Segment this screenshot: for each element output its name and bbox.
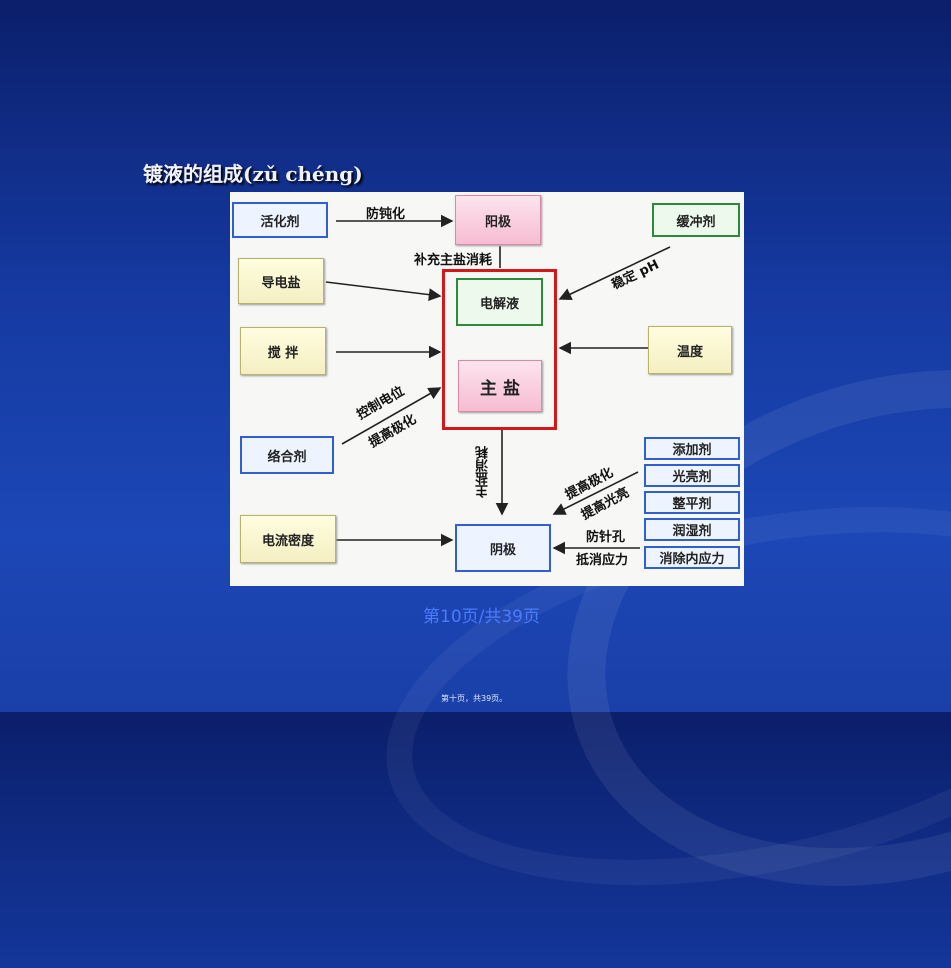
node-stirring: 搅 拌 — [240, 327, 326, 375]
additive-item: 润湿剂 — [644, 518, 740, 541]
node-cathode: 阴极 — [455, 524, 551, 572]
edge-label-replenish: 补充主盐消耗 — [414, 253, 493, 268]
connector-lines — [325, 214, 671, 555]
node-activator: 活化剂 — [232, 202, 328, 238]
additive-item: 光亮剂 — [644, 464, 740, 487]
node-main-salt: 主 盐 — [458, 360, 542, 412]
node-temperature: 温度 — [648, 326, 732, 374]
additive-item: 添加剂 — [644, 437, 740, 460]
edge-salt-electrolyte — [325, 281, 442, 301]
center-box — [442, 269, 557, 430]
edge-label-anti-passivation: 防钝化 — [366, 207, 406, 222]
node-electrolyte: 电解液 — [456, 278, 543, 326]
diagram-panel: 活化剂 阳极 缓冲剂 导电盐 搅 拌 温度 电解液 主 盐 络合剂 电流密度 阴… — [230, 192, 744, 586]
node-anode: 阳极 — [455, 195, 541, 245]
edge-label-anti-pinhole: 防针孔 — [586, 530, 626, 545]
node-complexing: 络合剂 — [240, 436, 334, 474]
edge-additives-cathode — [552, 471, 639, 515]
additive-item: 整平剂 — [644, 491, 740, 514]
edge-complexing — [341, 387, 442, 445]
additive-item: 消除内应力 — [644, 546, 740, 569]
node-buffer: 缓冲剂 — [652, 203, 740, 237]
node-conductive-salt: 导电盐 — [238, 258, 324, 304]
edge-label-consume-main-salt: 主盐消耗 — [476, 446, 491, 498]
edge-buffer-electrolyte — [558, 246, 671, 300]
node-current-density: 电流密度 — [240, 515, 336, 563]
page-indicator: 第10页/共39页 — [423, 607, 540, 627]
edge-label-offset-stress: 抵消应力 — [576, 553, 629, 568]
slide-title: 镀液的组成(zǔ chéng) — [143, 162, 363, 186]
footer-text: 第十页，共39页。 — [441, 694, 508, 703]
